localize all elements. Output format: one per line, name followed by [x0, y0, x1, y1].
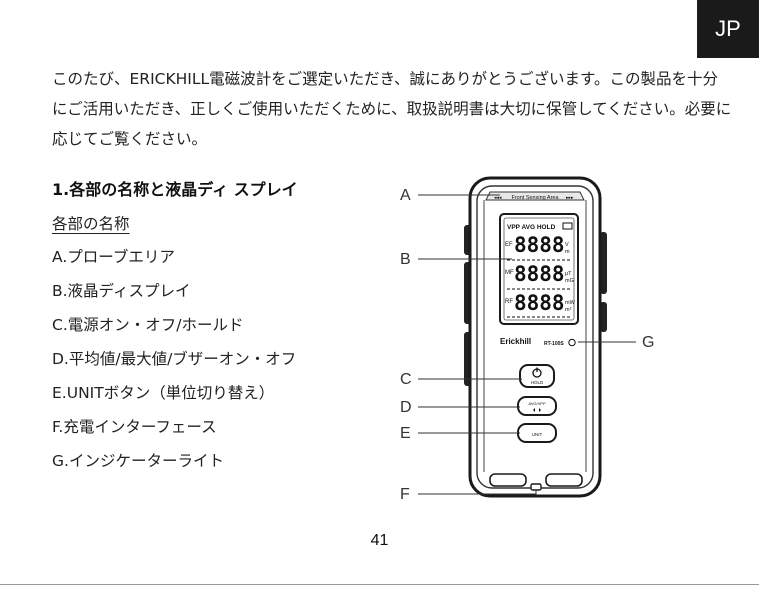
- bottom-foot-left: [489, 473, 527, 487]
- part-item-a: A.プローブエリア: [52, 248, 175, 266]
- page-number: 41: [370, 532, 389, 549]
- lcd-row-ef-digits: 8888: [514, 233, 565, 257]
- probe-arrows-left: ◂◂◂: [494, 195, 502, 201]
- lcd-row-mf-tag: MF: [505, 270, 514, 276]
- lcd-row-ef-unit-bottom: m: [565, 249, 570, 255]
- bottom-foot-right: [545, 473, 583, 487]
- parts-subtitle: 各部の名称: [52, 215, 130, 233]
- probe-area: [485, 191, 585, 201]
- part-item-c: C.電源オン・オフ/ホールド: [52, 316, 244, 334]
- avg-vpp-button[interactable]: [517, 396, 557, 416]
- power-hold-button[interactable]: [519, 364, 555, 388]
- avg-vpp-label: AVG/VPP: [528, 401, 546, 406]
- speaker-icon: [533, 408, 541, 412]
- part-item-d: D.平均値/最大値/ブザーオン・オフ: [52, 350, 297, 368]
- callout-f: F: [400, 486, 410, 503]
- callout-g: G: [642, 334, 654, 351]
- probe-arrows-right: ▸▸▸: [566, 195, 574, 201]
- device-model: RT-100S: [544, 341, 564, 347]
- device-diagram: Front Sensing Area ◂◂◂ ▸▸▸ VPP AVG HOLD …: [400, 176, 654, 503]
- battery-icon: [562, 222, 573, 230]
- callout-c: C: [400, 371, 412, 388]
- part-item-g: G.インジケーターライト: [52, 452, 224, 470]
- hold-label: HOLD: [531, 380, 544, 385]
- callout-b: B: [400, 251, 411, 268]
- unit-label: UNIT: [532, 432, 543, 437]
- parts-list: A.プローブエリア B.液晶ディスプレイ C.電源オン・オフ/ホールド D.平均…: [52, 246, 296, 484]
- right-grip-upper: [600, 232, 607, 294]
- section-title: 1.各部の名称と液晶ディ スプレイ: [52, 180, 298, 199]
- callout-line-f: [418, 490, 537, 495]
- lcd-row-rf-tag: RF: [505, 299, 513, 305]
- lcd-row-mf-digits: 8888: [514, 262, 565, 286]
- callout-a: A: [400, 187, 411, 204]
- lcd-display: [499, 213, 579, 325]
- lcd-row-rf-digits: 8888: [514, 291, 565, 315]
- lcd-row-ef-unit-top: V: [565, 242, 569, 248]
- lcd-row-rf-unit-bottom: m²: [565, 307, 572, 313]
- part-item-e: E.UNITボタン（単位切り替え）: [52, 384, 275, 402]
- right-grip-lower: [600, 302, 607, 332]
- intro-paragraph: このたび、ERICKHILL電磁波計をご選定いただき、誠にありがとうございます。…: [52, 70, 732, 148]
- device-brand: Erickhill: [500, 337, 531, 346]
- part-item-b: B.液晶ディスプレイ: [52, 282, 191, 300]
- charging-port: [530, 483, 542, 491]
- probe-area-label: Front Sensing Area: [511, 195, 559, 201]
- callout-e: E: [400, 425, 411, 442]
- lcd-row-ef-tag: EF: [505, 242, 513, 248]
- lcd-row-mf-unit-top: μT: [565, 271, 572, 277]
- language-tab: JP: [697, 0, 759, 58]
- indicator-light: [568, 338, 576, 347]
- lcd-header: VPP AVG HOLD: [507, 224, 556, 231]
- lcd-row-mf-unit-bottom: mG: [565, 278, 574, 284]
- callout-d: D: [400, 399, 412, 416]
- bottom-rule: [0, 584, 759, 585]
- part-item-f: F.充電インターフェース: [52, 418, 217, 436]
- device-bezel-lines: [483, 200, 587, 472]
- lcd-inner: [503, 217, 575, 321]
- lcd-row-rf-unit-top: mW: [565, 300, 576, 306]
